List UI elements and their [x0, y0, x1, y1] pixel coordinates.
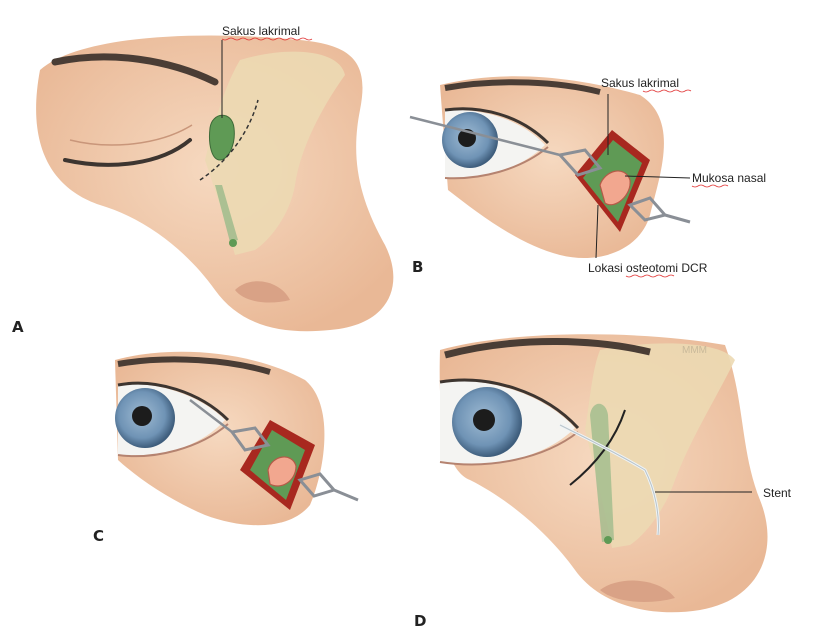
panel-letter-d: D	[414, 612, 426, 630]
label-lacrimal-sac-b: Sakus lakrimal	[601, 76, 679, 90]
panel-a: Sakus lakrimal A	[12, 24, 393, 336]
pupil	[132, 406, 152, 426]
label-osteotomy-site: Lokasi osteotomi DCR	[588, 261, 708, 275]
label-nasal-mucosa: Mukosa nasal	[692, 171, 766, 185]
spellcheck-underline	[626, 275, 674, 277]
panel-letter-a: A	[12, 318, 24, 336]
panel-letter-c: C	[93, 527, 104, 545]
label-stent: Stent	[763, 486, 792, 500]
label-lacrimal-sac-a: Sakus lakrimal	[222, 24, 300, 38]
duct-opening	[604, 536, 612, 544]
pupil	[473, 409, 495, 431]
watermark: MMM	[682, 345, 707, 356]
panel-c: C	[93, 352, 358, 545]
spellcheck-underline	[643, 90, 691, 92]
panel-letter-b: B	[412, 258, 423, 276]
panel-b: Sakus lakrimal Mukosa nasal Lokasi osteo…	[410, 76, 766, 277]
panel-d: Stent MMM D	[414, 334, 792, 630]
duct-opening	[229, 239, 237, 247]
spellcheck-underline	[692, 185, 728, 187]
